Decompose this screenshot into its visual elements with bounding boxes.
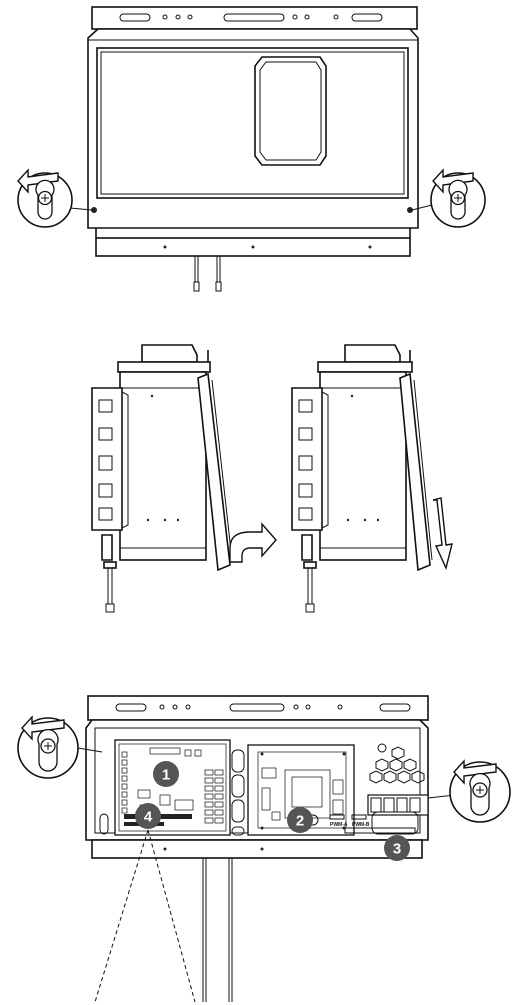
down-arrow-icon — [432, 497, 453, 571]
callout-2-label: 2 — [296, 813, 304, 830]
tilt-arrow-icon — [229, 522, 277, 563]
magnifier-right — [427, 759, 511, 823]
callout-3: 3 — [384, 835, 410, 861]
magnifier-right — [411, 168, 486, 228]
rotate-arrow-icon — [17, 168, 59, 194]
unit-body — [119, 371, 207, 561]
tilting-cover — [197, 372, 231, 572]
display-window — [254, 56, 327, 166]
unit-body — [319, 371, 407, 561]
front-cover — [96, 47, 409, 199]
callout-4-label: 4 — [144, 809, 153, 826]
rotate-arrow-icon — [432, 168, 474, 194]
removing-cover — [399, 372, 431, 572]
bottom-mounting-strip — [91, 839, 423, 859]
step-2-side-view-tilt — [91, 344, 277, 613]
magnifier-left — [17, 715, 103, 779]
step-2-side-view-remove — [291, 344, 453, 613]
unit-housing — [87, 28, 419, 229]
power-terminal-block — [367, 794, 429, 816]
wall-bracket — [91, 387, 123, 531]
hex-knockouts — [369, 746, 425, 784]
callout-1-label: 1 — [162, 767, 170, 784]
main-control-board — [114, 739, 231, 836]
step-1-front-view — [17, 6, 486, 292]
rotate-arrow-icon — [21, 715, 65, 741]
callout-2: 2 — [287, 807, 313, 833]
top-mounting-strip — [87, 695, 429, 721]
magnifier-left — [17, 168, 93, 228]
top-mounting-strip — [91, 6, 418, 30]
wall-bracket — [291, 387, 323, 531]
callout-4: 4 — [135, 803, 161, 829]
terminal-label-b: PWM-B — [352, 822, 370, 828]
terminal-label-a: PWM-A — [330, 822, 348, 828]
step-3-open-unit: PWM-A PWM-B — [17, 695, 511, 1003]
cover-screw-right — [407, 207, 413, 213]
cover-screw-left — [91, 207, 97, 213]
callout-3-label: 3 — [393, 841, 401, 858]
rotate-arrow-icon — [453, 759, 497, 785]
callout-1: 1 — [153, 761, 179, 787]
